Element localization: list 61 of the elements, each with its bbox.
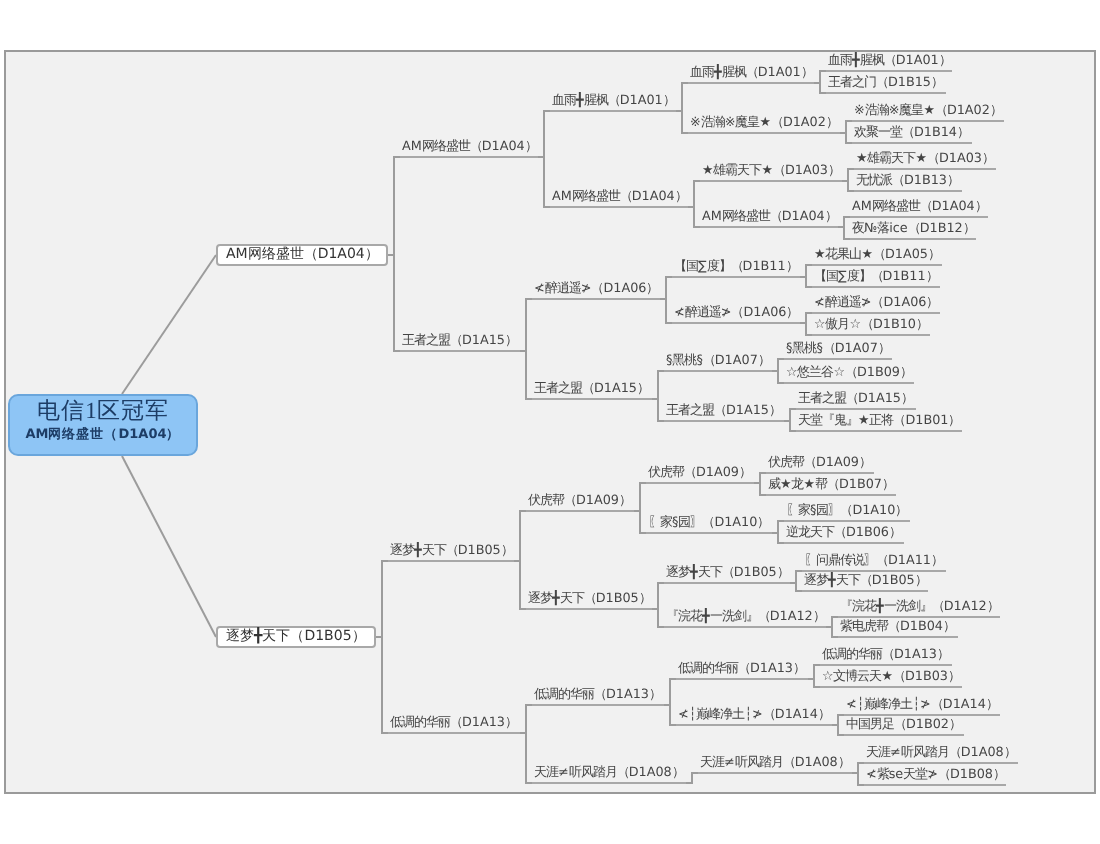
connector-line <box>841 180 855 192</box>
connector-line <box>513 510 527 562</box>
connector-line <box>121 455 217 638</box>
connector-line <box>799 322 813 336</box>
heading-text: 电信1区冠军 <box>35 400 171 426</box>
connector-line <box>789 582 803 592</box>
connector-line <box>675 110 689 134</box>
connector-line <box>663 678 677 706</box>
connector-line <box>651 370 665 400</box>
connector-line <box>837 226 851 240</box>
connector-line <box>783 420 797 432</box>
connector-line <box>837 216 851 228</box>
connector-line <box>789 570 803 584</box>
connector-line <box>375 560 389 638</box>
connector-line <box>633 510 647 534</box>
connector-line <box>675 82 689 112</box>
connector-line <box>825 626 839 638</box>
connector-line <box>375 636 389 734</box>
connector-line <box>839 120 853 134</box>
connector-line <box>519 350 533 400</box>
connector-line <box>813 70 827 84</box>
connector-line <box>121 254 217 395</box>
connector-line <box>659 276 673 300</box>
connector-line <box>687 180 701 208</box>
connector-line <box>633 482 647 512</box>
connector-line <box>387 156 401 256</box>
connector-line <box>771 532 785 544</box>
connector-line <box>753 472 767 484</box>
connector-line <box>799 312 813 324</box>
connector-line <box>651 608 665 628</box>
connector-line <box>387 254 401 352</box>
connector-line <box>659 298 673 324</box>
connector-line <box>851 762 865 774</box>
connector-line <box>685 772 699 784</box>
connector-line <box>807 664 821 680</box>
connector-line <box>807 678 821 688</box>
connector-line <box>537 156 551 208</box>
connector-line <box>537 110 551 158</box>
connector-line <box>799 264 813 278</box>
connector-line <box>813 82 827 94</box>
connector-line <box>687 206 701 228</box>
connector-line <box>651 398 665 422</box>
connector-line <box>519 298 533 352</box>
connector-line <box>799 276 813 288</box>
connector-line <box>771 370 785 384</box>
connector-line <box>783 408 797 422</box>
connector-line <box>519 704 533 734</box>
connector-line <box>839 132 853 144</box>
connector-line <box>831 724 845 736</box>
connector-line <box>651 582 665 610</box>
connector-line <box>771 358 785 372</box>
connector-line <box>663 704 677 726</box>
connector-line <box>841 168 855 182</box>
connector-line <box>519 732 533 784</box>
connector-line <box>831 714 845 726</box>
connector-line <box>851 772 865 786</box>
connector-line <box>753 482 767 496</box>
connector-line <box>771 520 785 534</box>
root-topic-box <box>8 394 198 456</box>
connector-line <box>513 560 527 610</box>
connector-line <box>825 616 839 628</box>
